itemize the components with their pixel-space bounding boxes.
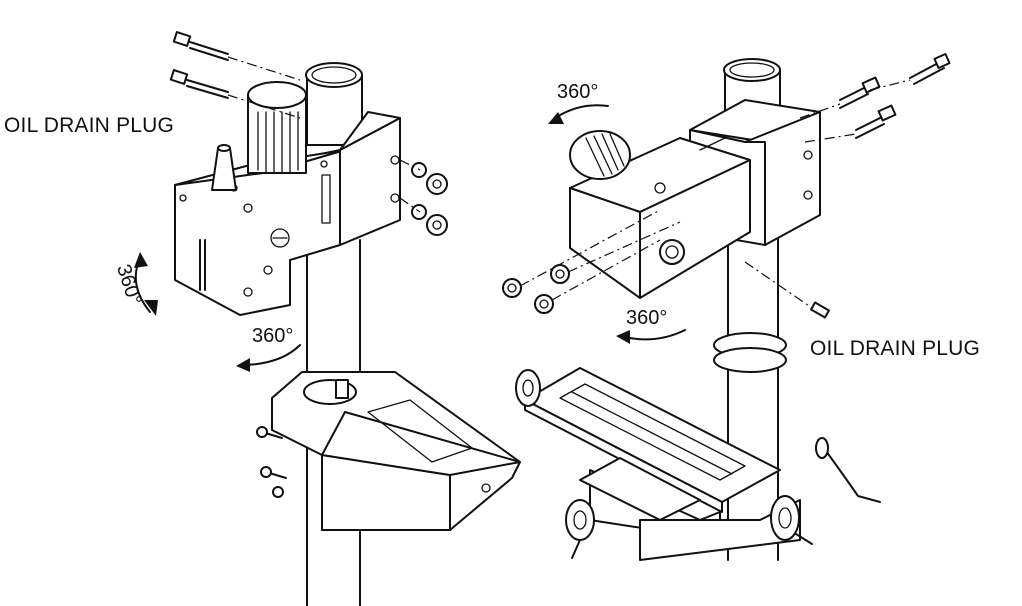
right-motor	[569, 130, 631, 180]
left-base-table	[271, 371, 521, 531]
left-machine-drawing	[134, 31, 521, 606]
right-motor-rotation-arrow	[548, 104, 609, 124]
rotation-label-left-column: 360°	[252, 325, 294, 347]
right-oil-drain-plug	[744, 261, 830, 319]
left-oil-filler-cap	[211, 144, 237, 191]
right-mounting-bolts	[799, 52, 951, 143]
oil-drain-plug-label-left: OIL DRAIN PLUG	[4, 114, 175, 137]
left-nuts-washers	[399, 159, 448, 236]
right-work-table	[524, 367, 801, 561]
left-base-lock-handles	[256, 426, 287, 498]
oil-drain-plug-label-right: OIL DRAIN PLUG	[810, 337, 981, 360]
rotation-label-right-column: 360°	[626, 307, 668, 329]
rotation-label-right-motor: 360°	[557, 81, 599, 103]
left-head-tilt-arrow	[134, 252, 158, 316]
right-gearbox	[569, 137, 751, 299]
left-motor	[247, 81, 307, 174]
right-machine-drawing	[502, 52, 951, 561]
left-column-rotation-arrow	[236, 344, 301, 372]
left-mounting-bolts	[169, 31, 301, 119]
right-column-rotation-arrow	[616, 329, 686, 344]
right-nuts-washers	[502, 209, 681, 314]
right-handwheels	[515, 369, 881, 559]
